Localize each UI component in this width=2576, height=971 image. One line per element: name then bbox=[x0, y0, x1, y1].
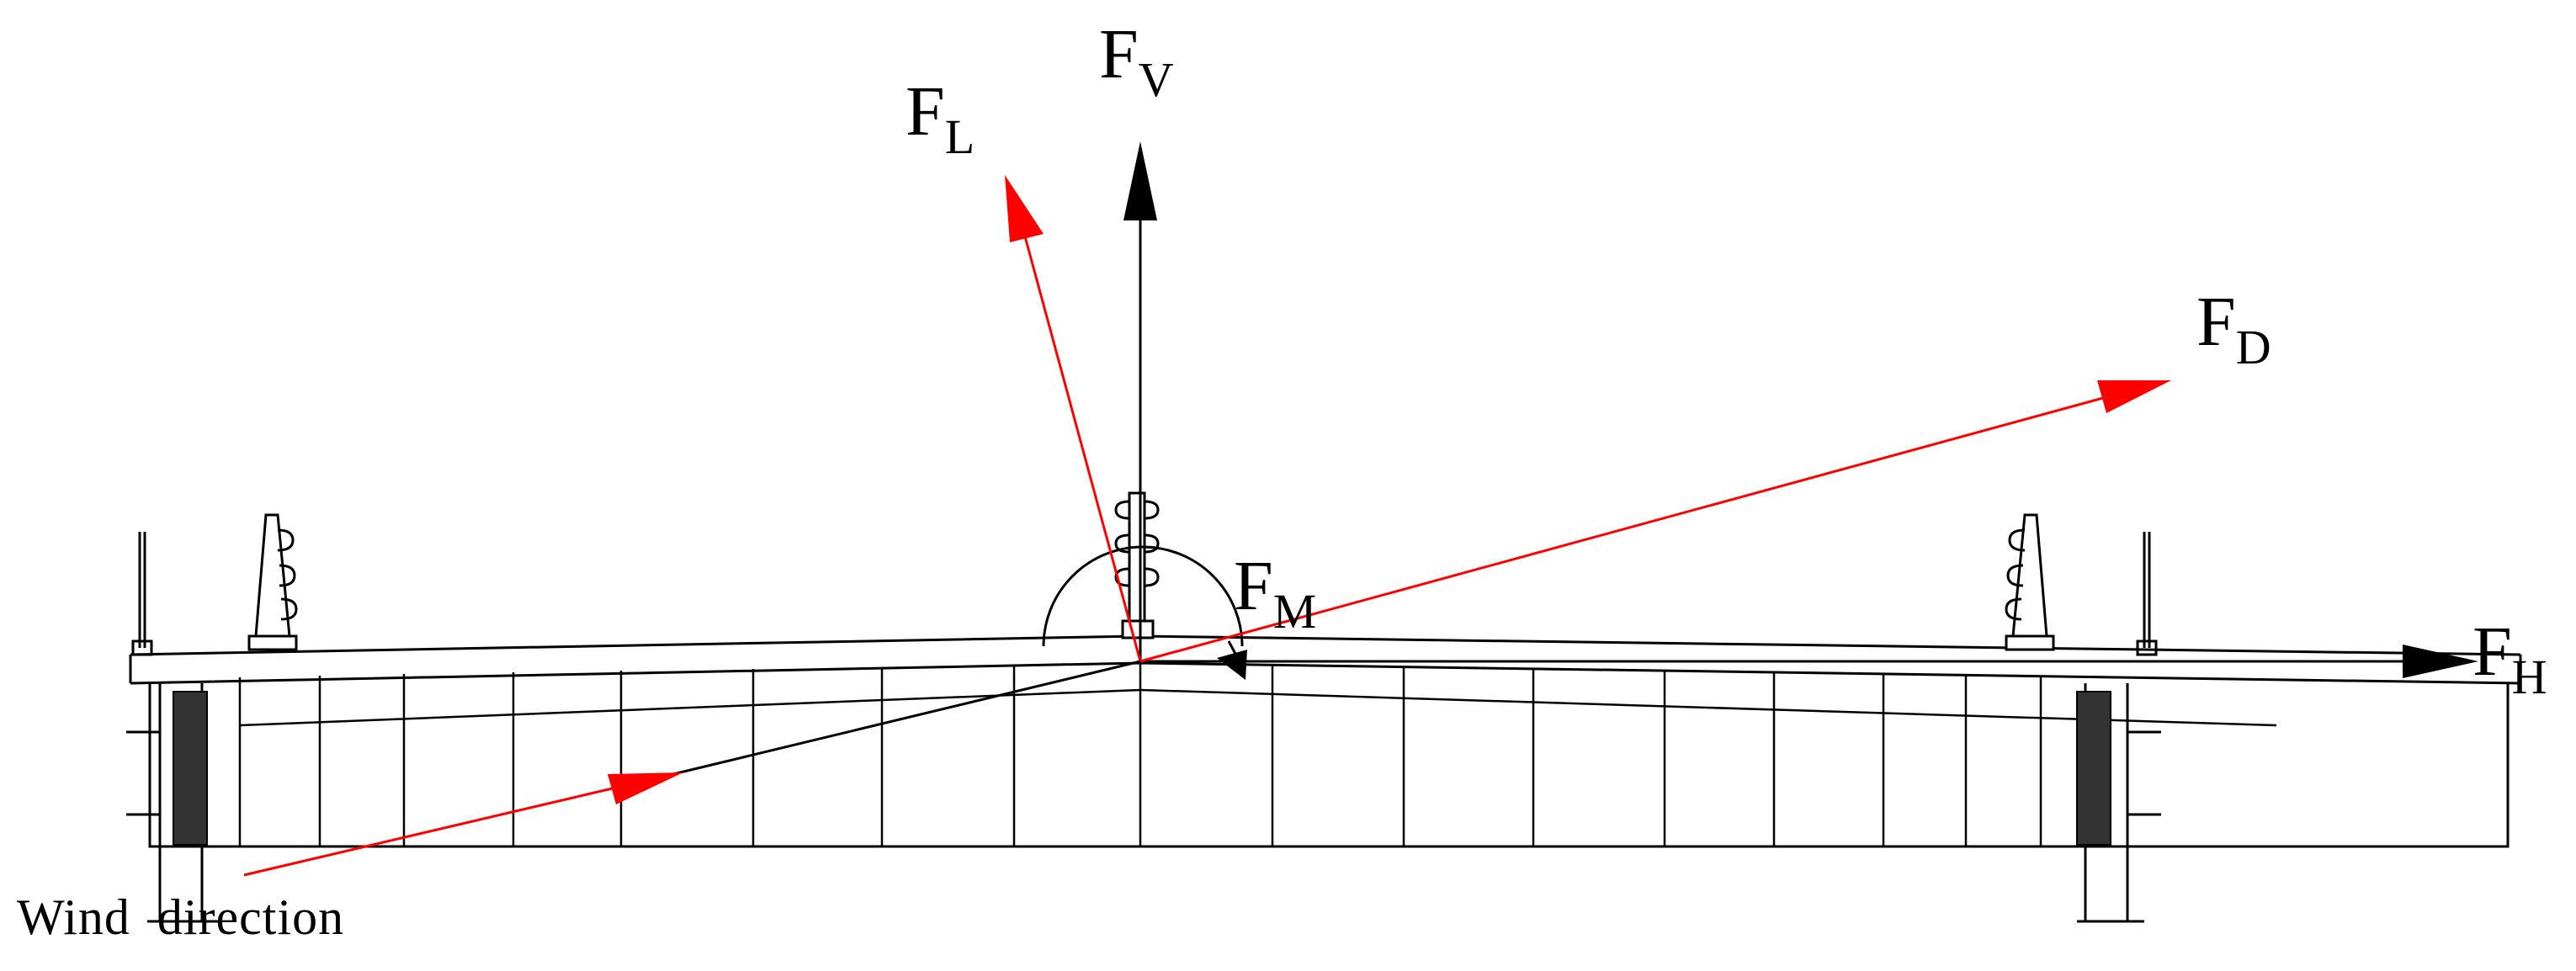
right-bearing-hatch bbox=[2076, 691, 2111, 846]
left-railing-post bbox=[131, 532, 153, 656]
angle-arc bbox=[1042, 545, 1244, 647]
fd-arrow bbox=[1139, 380, 2171, 663]
fl-label: FL bbox=[906, 72, 975, 164]
left-support bbox=[126, 683, 219, 923]
diaphragm-lines bbox=[238, 663, 2042, 846]
deck-top-underside bbox=[130, 661, 2521, 685]
girder-inner-line bbox=[239, 688, 2277, 727]
bridge-cross-section bbox=[126, 491, 2522, 923]
left-barrier-post bbox=[247, 513, 298, 651]
left-bearing-hatch bbox=[173, 691, 208, 846]
wind-direction-label: Wind direction bbox=[17, 889, 344, 945]
fm-arrow bbox=[1217, 640, 1247, 680]
fl-arrow bbox=[1005, 175, 1142, 662]
fd-label: FD bbox=[2196, 283, 2271, 374]
girder-outline bbox=[148, 683, 2510, 848]
central-barrier-post bbox=[1114, 491, 1160, 639]
deck-top-surface bbox=[130, 634, 2521, 656]
fv-arrow bbox=[1123, 141, 1157, 661]
right-support bbox=[2076, 683, 2161, 923]
right-barrier-post bbox=[2005, 513, 2055, 651]
fv-label: FV bbox=[1099, 15, 1174, 107]
right-railing-post bbox=[2136, 532, 2158, 656]
fh-label: FH bbox=[2472, 613, 2547, 704]
fm-label: FM bbox=[1234, 547, 1316, 639]
wind-direction-arrow bbox=[243, 660, 1141, 877]
fh-arrow bbox=[1140, 645, 2478, 678]
